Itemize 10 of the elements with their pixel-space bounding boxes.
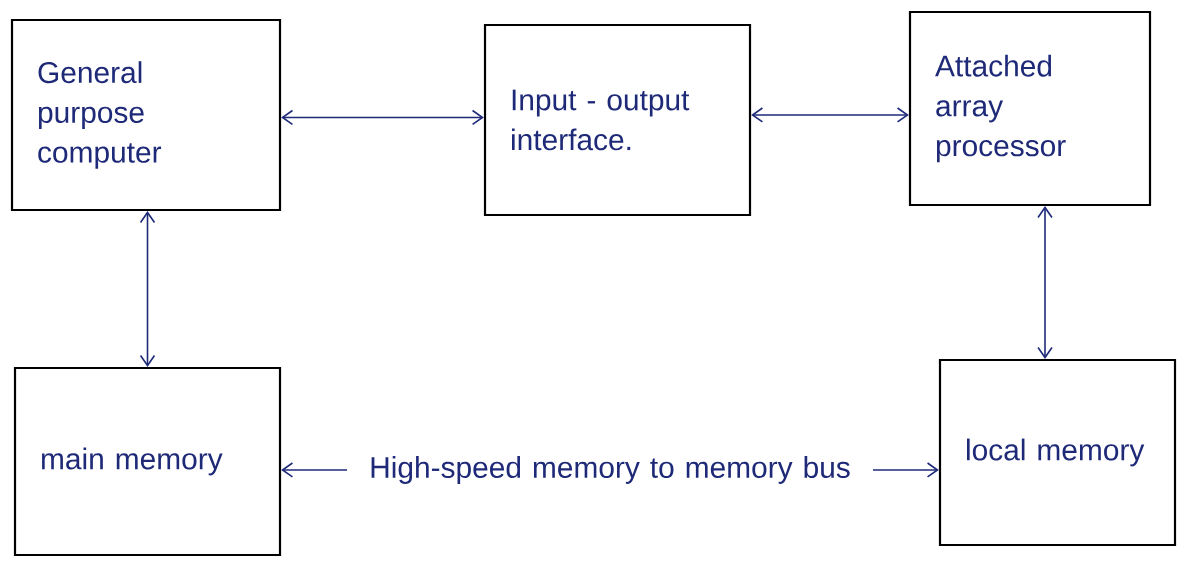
arrow <box>281 109 484 126</box>
arrow <box>751 107 909 123</box>
process-box: General purpose computer <box>10 18 282 212</box>
arrow <box>139 211 156 367</box>
arrow <box>1037 206 1053 359</box>
process-box: main memory <box>13 366 282 557</box>
process-box: Attached array processor <box>908 10 1152 207</box>
edge-label: High-speed memory to memory bus <box>347 453 873 487</box>
process-box: Input - output interface. <box>483 23 752 217</box>
process-box: local memory <box>938 358 1177 547</box>
